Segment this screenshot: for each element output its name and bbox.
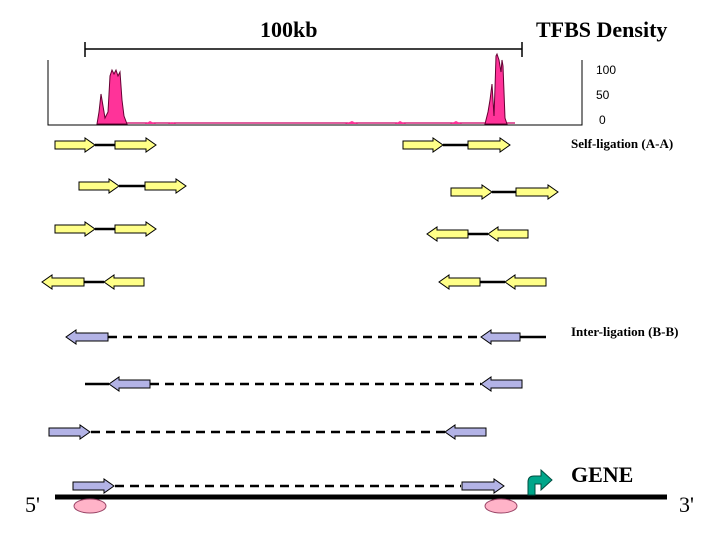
inter-ligation-label: Inter-ligation (B-B) xyxy=(571,324,679,339)
inter-ligation-pair xyxy=(48,424,487,440)
self-ligation-pair xyxy=(54,221,157,237)
self-ligation-pair xyxy=(426,226,529,242)
anchor-ellipse-icon xyxy=(484,498,518,514)
inter-ligation-pair xyxy=(65,329,546,345)
self-ligation-label: Self-ligation (A-A) xyxy=(571,136,674,151)
self-ligation-pair xyxy=(41,274,145,290)
scale-bar xyxy=(84,42,523,57)
self-ligation-pair xyxy=(54,137,157,153)
density-tick-50: 50 xyxy=(596,88,610,102)
self-ligation-pair xyxy=(450,184,559,200)
inter-ligation-group xyxy=(48,329,546,494)
density-tick-100: 100 xyxy=(596,63,617,77)
gene-label: GENE xyxy=(571,462,634,487)
density-peak-left xyxy=(96,68,128,125)
inter-ligation-pair xyxy=(85,376,523,392)
self-ligation-pair xyxy=(402,137,511,153)
density-plot xyxy=(47,52,583,126)
inter-ligation-pair xyxy=(72,478,505,494)
density-tick-0: 0 xyxy=(599,113,606,127)
scale-label: 100kb xyxy=(260,17,318,42)
self-ligation-pair xyxy=(438,274,547,290)
anchor-ellipse-icon xyxy=(73,498,107,514)
density-peak-right xyxy=(484,52,508,125)
tss-arrow-icon xyxy=(527,468,553,496)
five-prime-label: 5' xyxy=(25,492,40,517)
density-title: TFBS Density xyxy=(536,17,668,42)
three-prime-label: 3' xyxy=(679,492,694,517)
chromosome xyxy=(55,468,667,514)
self-ligation-pair xyxy=(78,178,187,194)
self-ligation-group xyxy=(41,137,559,290)
